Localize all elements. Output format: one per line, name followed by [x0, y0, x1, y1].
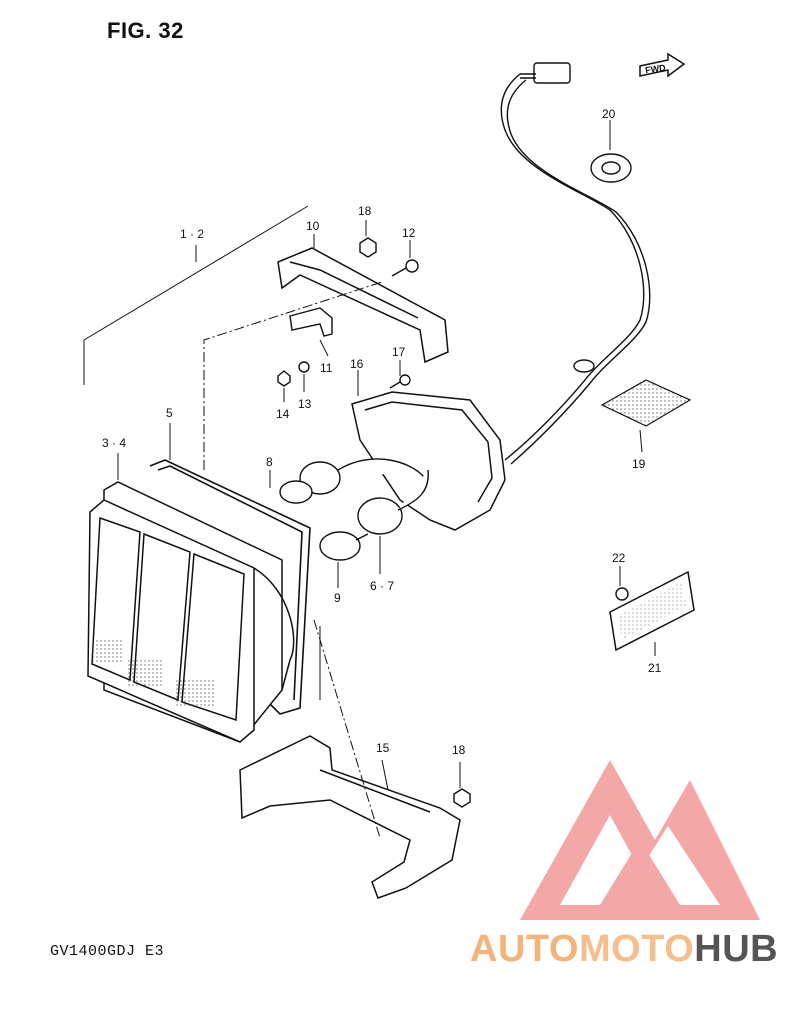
bracket-15: [239, 735, 461, 899]
screw-17: [389, 374, 411, 389]
forward-arrow-icon: FWD: [639, 52, 686, 78]
callout-22: 22: [612, 551, 626, 565]
grommet-20: [590, 153, 632, 183]
gasket-5: [149, 459, 311, 715]
socket-6-7: [299, 458, 429, 535]
watermark-brand: AUTOMOTOHUB: [470, 928, 778, 971]
nut-18-bottom: [453, 788, 471, 808]
callout-20: 20: [602, 107, 616, 121]
callout-18-top: 18: [358, 204, 372, 218]
callout-19: 19: [632, 457, 646, 471]
callout-10: 10: [306, 219, 320, 233]
bulb-8: [279, 480, 313, 504]
callout-8: 8: [266, 455, 273, 469]
callout-13: 13: [298, 397, 312, 411]
callout-14: 14: [276, 407, 290, 421]
figure-title: FIG. 32: [107, 18, 184, 43]
callout-9: 9: [334, 591, 341, 605]
callout-16: 16: [350, 357, 364, 371]
bulb-9: [319, 531, 369, 561]
reflector-21: [609, 570, 695, 652]
wiring-harness: [500, 62, 651, 465]
callout-3-4: 3 · 4: [102, 436, 126, 450]
brand-part-moto: MOTO: [578, 928, 695, 970]
nut-14: [277, 370, 291, 387]
housing-16: [351, 391, 506, 531]
callout-labels: 1 · 2 3 · 4 5 6 · 7 8 9 10 11 12 13 14 1…: [102, 107, 662, 757]
bracket-10: [277, 247, 449, 364]
callout-12: 12: [402, 226, 416, 240]
lens-3-4: [87, 481, 295, 743]
nut-18-top: [359, 237, 377, 258]
brand-part-auto: AUTO: [470, 928, 579, 970]
washer-13: [298, 361, 310, 373]
callout-11: 11: [320, 361, 333, 375]
clip-11: [289, 307, 333, 337]
callout-21: 21: [648, 661, 662, 675]
fwd-label: FWD: [645, 63, 667, 76]
callout-5: 5: [166, 406, 173, 420]
callout-15: 15: [376, 741, 390, 755]
callout-1-2: 1 · 2: [180, 227, 204, 241]
leader-lines: [83, 120, 656, 839]
brand-part-hub: HUB: [694, 928, 779, 970]
watermark-logo-icon: [520, 760, 760, 920]
callout-6-7: 6 · 7: [370, 579, 394, 593]
model-code: GV1400GDJ E3: [50, 943, 165, 960]
pad-19: [600, 379, 692, 427]
callout-18-bottom: 18: [452, 743, 466, 757]
bolt-12: [391, 259, 419, 277]
callout-17: 17: [392, 345, 406, 359]
